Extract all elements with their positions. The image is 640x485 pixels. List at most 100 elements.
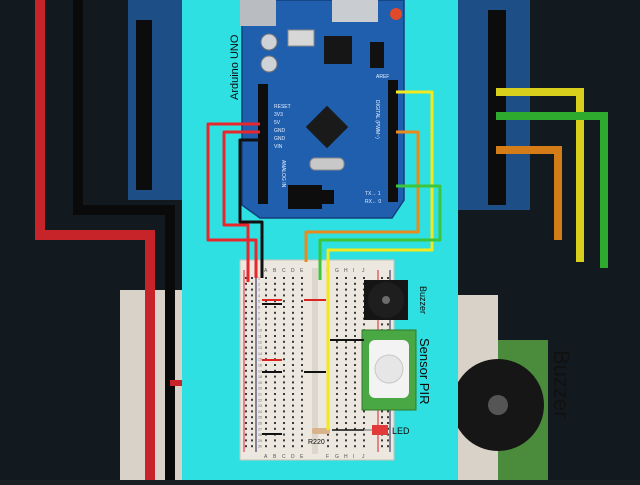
breadboard-hole <box>265 335 267 337</box>
breadboard-rail-hole <box>245 352 247 355</box>
breadboard-hole <box>354 364 356 366</box>
breadboard-hole <box>345 369 347 372</box>
breadboard-rail-hole <box>245 277 247 279</box>
breadboard-hole <box>274 416 276 419</box>
breadboard-hole <box>345 358 347 361</box>
breadboard-hole <box>345 277 347 279</box>
wire-signal-green <box>318 184 442 280</box>
breadboard-hole <box>274 311 276 314</box>
breadboard-rail-hole <box>381 277 383 279</box>
breadboard-hole <box>327 433 329 436</box>
wires <box>206 90 442 435</box>
breadboard-hole <box>336 433 338 436</box>
breadboard-rail-hole <box>245 387 247 390</box>
breadboard-row-number: 29 <box>258 439 262 443</box>
breadboard-row-number: 1 <box>258 277 260 281</box>
breadboard-hole <box>292 335 294 337</box>
right-yellow-wire <box>496 88 584 262</box>
breadboard-hole <box>265 288 267 291</box>
breadboard-rail-hole <box>245 329 247 332</box>
breadboard-rail-hole <box>251 427 253 430</box>
breadboard-hole <box>283 352 285 355</box>
breadboard-hole <box>292 387 294 390</box>
breadboard-rail-hole <box>251 410 253 413</box>
breadboard-hole <box>345 282 347 285</box>
breadboard-column-letter: E <box>300 454 304 460</box>
breadboard-hole <box>274 340 276 343</box>
power-header <box>258 84 268 204</box>
breadboard-row-number: 16 <box>258 364 262 368</box>
breadboard-rail-hole <box>251 422 253 424</box>
pir-label: Sensor PIR <box>417 338 432 404</box>
breadboard-hole <box>336 358 338 361</box>
breadboard-hole <box>274 329 276 332</box>
breadboard-rail-hole <box>251 375 253 378</box>
breadboard-rail-hole <box>245 340 247 343</box>
wire-signal-orange <box>304 130 420 262</box>
breadboard-hole <box>336 381 338 384</box>
breadboard-rail-hole <box>245 282 247 285</box>
breadboard-hole <box>345 346 347 349</box>
breadboard-hole <box>354 300 356 303</box>
breadboard-rail-hole <box>251 358 253 361</box>
breadboard-hole <box>336 445 338 448</box>
breadboard-hole <box>265 427 267 430</box>
breadboard-hole <box>336 288 338 291</box>
pin-label-reset: RESET <box>274 104 291 110</box>
breadboard-hole <box>354 410 356 413</box>
breadboard-hole <box>283 410 285 413</box>
breadboard-row-number: 24 <box>258 410 262 414</box>
breadboard-hole <box>336 410 338 413</box>
breadboard-hole <box>301 369 303 372</box>
breadboard-row-number: 18 <box>258 375 262 379</box>
breadboard-hole <box>265 352 267 355</box>
breadboard-hole <box>283 369 285 372</box>
breadboard-hole <box>354 329 356 332</box>
breadboard-hole <box>301 364 303 366</box>
breadboard-hole <box>265 346 267 349</box>
breadboard-row-number: 27 <box>258 427 262 431</box>
breadboard-hole <box>336 393 338 395</box>
breadboard-row-number: 22 <box>258 398 262 402</box>
breadboard-hole <box>265 340 267 343</box>
breadboard-hole <box>327 445 329 448</box>
breadboard-hole <box>265 329 267 332</box>
breadboard-hole <box>274 300 276 303</box>
breadboard-rail-hole <box>245 398 247 401</box>
breadboard-hole <box>265 416 267 419</box>
breadboard-hole <box>265 282 267 285</box>
breadboard-hole <box>301 381 303 384</box>
breadboard-rail-hole <box>245 323 247 326</box>
breadboard-hole <box>336 439 338 442</box>
breadboard-hole <box>336 375 338 378</box>
wire-gnd-black <box>238 138 264 278</box>
left-zoom-svg <box>0 0 182 480</box>
breadboard-column-letter: I <box>353 454 354 460</box>
breadboard-hole <box>336 416 338 419</box>
breadboard-hole <box>265 306 267 308</box>
breadboard-hole <box>265 393 267 395</box>
breadboard-hole <box>292 282 294 285</box>
breadboard-rail-hole <box>381 410 383 413</box>
pin-label-gnd-1: GND <box>274 128 286 134</box>
breadboard-hole <box>363 445 365 448</box>
breadboard-column-letter: D <box>291 268 295 274</box>
breadboard-hole <box>336 300 338 303</box>
breadboard-rail-hole <box>245 439 247 442</box>
breadboard-rail-hole <box>251 340 253 343</box>
breadboard-hole <box>265 369 267 372</box>
breadboard-rail-hole <box>251 393 253 395</box>
pin-label-vin: VIN <box>274 144 283 150</box>
breadboard-hole <box>336 427 338 430</box>
breadboard-hole <box>354 398 356 401</box>
breadboard-hole <box>292 433 294 436</box>
breadboard-rail-hole <box>381 323 383 326</box>
breadboard-rail-hole <box>245 369 247 372</box>
breadboard-rail-hole <box>245 381 247 384</box>
breadboard-hole <box>283 398 285 401</box>
breadboard-rail-hole <box>251 335 253 337</box>
pin-label-gnd-2: GND <box>274 136 286 142</box>
breadboard-row-number: 20 <box>258 387 262 391</box>
breadboard-rail-hole <box>245 422 247 424</box>
breadboard-hole <box>301 288 303 291</box>
